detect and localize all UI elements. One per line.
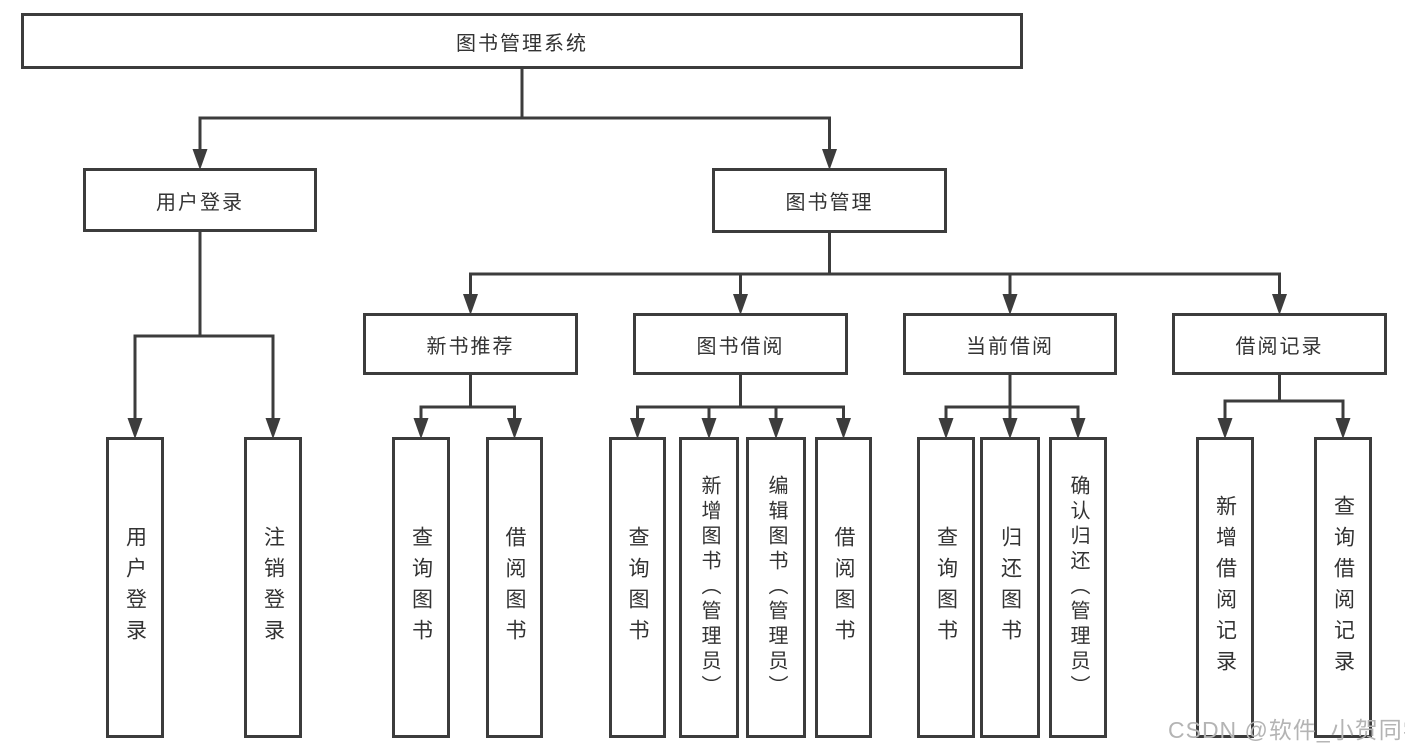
- node-current-borrow: 当前借阅: [903, 313, 1117, 375]
- node-leaf-user-login: 用户登录: [106, 437, 164, 738]
- node-bb-add-books: 新增图书（管理员）: [679, 437, 739, 738]
- node-label-bb-query-books: 查询图书: [626, 525, 649, 650]
- node-bb-borrow-books: 借阅图书: [815, 437, 872, 738]
- node-label-book-mgmt: 图书管理: [785, 192, 874, 214]
- arrowhead-icon: [265, 418, 281, 439]
- arrowhead-icon: [1335, 418, 1351, 439]
- arrowhead-icon: [1217, 418, 1233, 439]
- node-leaf-logout: 注销登录: [244, 437, 302, 738]
- node-label-borrow-records: 借阅记录: [1235, 335, 1324, 358]
- node-label-nb-borrow-books: 借阅图书: [503, 525, 526, 650]
- node-cb-confirm-return: 确认归还（管理员）: [1049, 437, 1107, 738]
- node-bb-edit-books: 编辑图书（管理员）: [746, 437, 806, 738]
- node-label-br-add-record: 新增借阅记录: [1213, 494, 1237, 681]
- arrowhead-icon: [836, 418, 851, 439]
- arrowhead-icon: [1070, 418, 1086, 439]
- node-label-cb-return-books: 归还图书: [998, 525, 1022, 650]
- arrowhead-icon: [1272, 294, 1287, 315]
- arrowhead-icon: [507, 418, 522, 439]
- node-new-book-rec: 新书推荐: [363, 313, 578, 375]
- node-label-leaf-user-login: 用户登录: [123, 525, 147, 650]
- node-cb-return-books: 归还图书: [980, 437, 1040, 738]
- arrowhead-icon: [733, 294, 748, 315]
- arrowhead-icon: [192, 149, 208, 170]
- arrowhead-icon: [413, 418, 429, 439]
- node-label-bb-borrow-books: 借阅图书: [832, 525, 855, 650]
- node-borrow-records: 借阅记录: [1172, 313, 1387, 375]
- node-label-cb-query-books: 查询图书: [934, 525, 958, 650]
- node-label-br-query-record: 查询借阅记录: [1331, 494, 1355, 681]
- node-label-bb-edit-books: 编辑图书（管理员）: [765, 475, 787, 700]
- watermark-text: CSDN @软件_小贺同学: [1168, 717, 1405, 743]
- node-root: 图书管理系统: [21, 13, 1023, 69]
- node-label-leaf-logout: 注销登录: [261, 525, 285, 650]
- node-user-login: 用户登录: [83, 168, 317, 232]
- node-br-query-record: 查询借阅记录: [1314, 437, 1372, 738]
- node-nb-borrow-books: 借阅图书: [486, 437, 543, 738]
- arrowhead-icon: [1002, 294, 1018, 315]
- arrowhead-icon: [822, 149, 837, 170]
- node-label-nb-query-books: 查询图书: [409, 525, 433, 650]
- node-book-mgmt: 图书管理: [712, 168, 947, 233]
- node-nb-query-books: 查询图书: [392, 437, 450, 738]
- arrowhead-icon: [768, 418, 784, 439]
- node-label-cb-confirm-return: 确认归还（管理员）: [1067, 475, 1089, 700]
- arrowhead-icon: [630, 418, 645, 439]
- arrowhead-icon: [463, 294, 478, 315]
- node-label-book-borrow: 图书借阅: [696, 335, 785, 358]
- arrowhead-icon: [701, 418, 717, 439]
- node-label-current-borrow: 当前借阅: [966, 335, 1054, 358]
- arrowhead-icon: [127, 418, 143, 439]
- node-cb-query-books: 查询图书: [917, 437, 975, 738]
- node-label-new-book-rec: 新书推荐: [426, 335, 515, 358]
- node-bb-query-books: 查询图书: [609, 437, 666, 738]
- node-label-bb-add-books: 新增图书（管理员）: [698, 475, 720, 700]
- node-book-borrow: 图书借阅: [633, 313, 848, 375]
- node-label-root: 图书管理系统: [456, 32, 588, 55]
- node-br-add-record: 新增借阅记录: [1196, 437, 1254, 738]
- arrowhead-icon: [938, 418, 954, 439]
- arrowhead-icon: [1002, 418, 1018, 439]
- node-label-user-login: 用户登录: [156, 191, 244, 214]
